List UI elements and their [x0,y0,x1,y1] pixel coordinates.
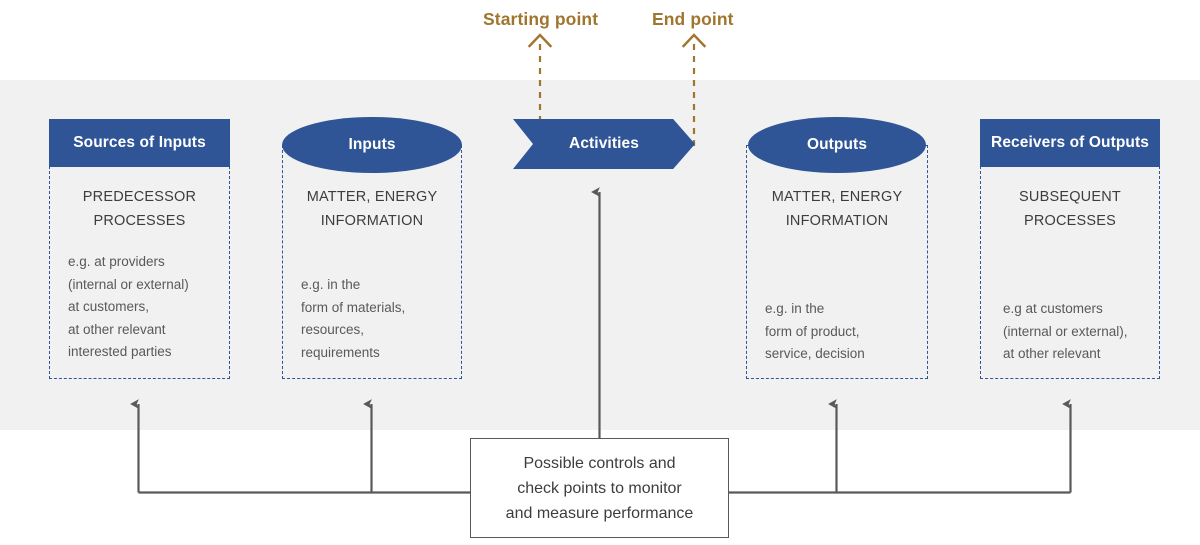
header-outputs[interactable]: Outputs [748,117,926,173]
caption-receivers-of-outputs: SUBSEQUENT PROCESSES [1019,189,1121,229]
end-point-pointer [681,33,707,146]
header-label-sources-of-inputs: Sources of Inputs [73,134,206,151]
header-inputs[interactable]: Inputs [282,117,462,173]
header-label-outputs: Outputs [806,136,868,153]
header-label-receivers-of-outputs: Receivers of Outputs [991,134,1149,151]
column-body-sources-of-inputs: PREDECESSOR PROCESSES e.g. at providers … [49,166,230,379]
caption-sources-of-inputs: PREDECESSOR PROCESSES [82,189,197,229]
example-receivers-of-outputs: e.g at customers (internal or external),… [1003,301,1128,361]
starting-point-label: Starting point [483,9,599,29]
header-receivers-of-outputs[interactable]: Receivers of Outputs [980,119,1160,167]
example-inputs: e.g. in the form of materials, resources… [301,277,406,360]
header-label-inputs: Inputs [348,136,396,153]
column-body-inputs: MATTER, ENERGY INFORMATION e.g. in the f… [282,145,462,379]
end-point-label: End point [652,9,734,29]
header-sources-of-inputs[interactable]: Sources of Inputs [49,119,230,167]
control-checkpoints-box[interactable]: Possible controls and check points to mo… [470,438,729,538]
column-body-outputs: MATTER, ENERGY INFORMATION e.g. in the f… [746,145,928,379]
example-outputs: e.g. in the form of product, service, de… [765,301,865,361]
header-label-activities: Activities [569,135,639,152]
caption-outputs: MATTER, ENERGY INFORMATION [771,189,903,229]
control-checkpoints-text: Possible controls and check points to mo… [505,454,694,522]
caption-inputs: MATTER, ENERGY INFORMATION [306,189,438,229]
header-activities[interactable]: Activities [513,119,695,169]
column-body-receivers-of-outputs: SUBSEQUENT PROCESSES e.g at customers (i… [980,166,1160,379]
example-sources-of-inputs: e.g. at providers (internal or external)… [68,254,189,359]
